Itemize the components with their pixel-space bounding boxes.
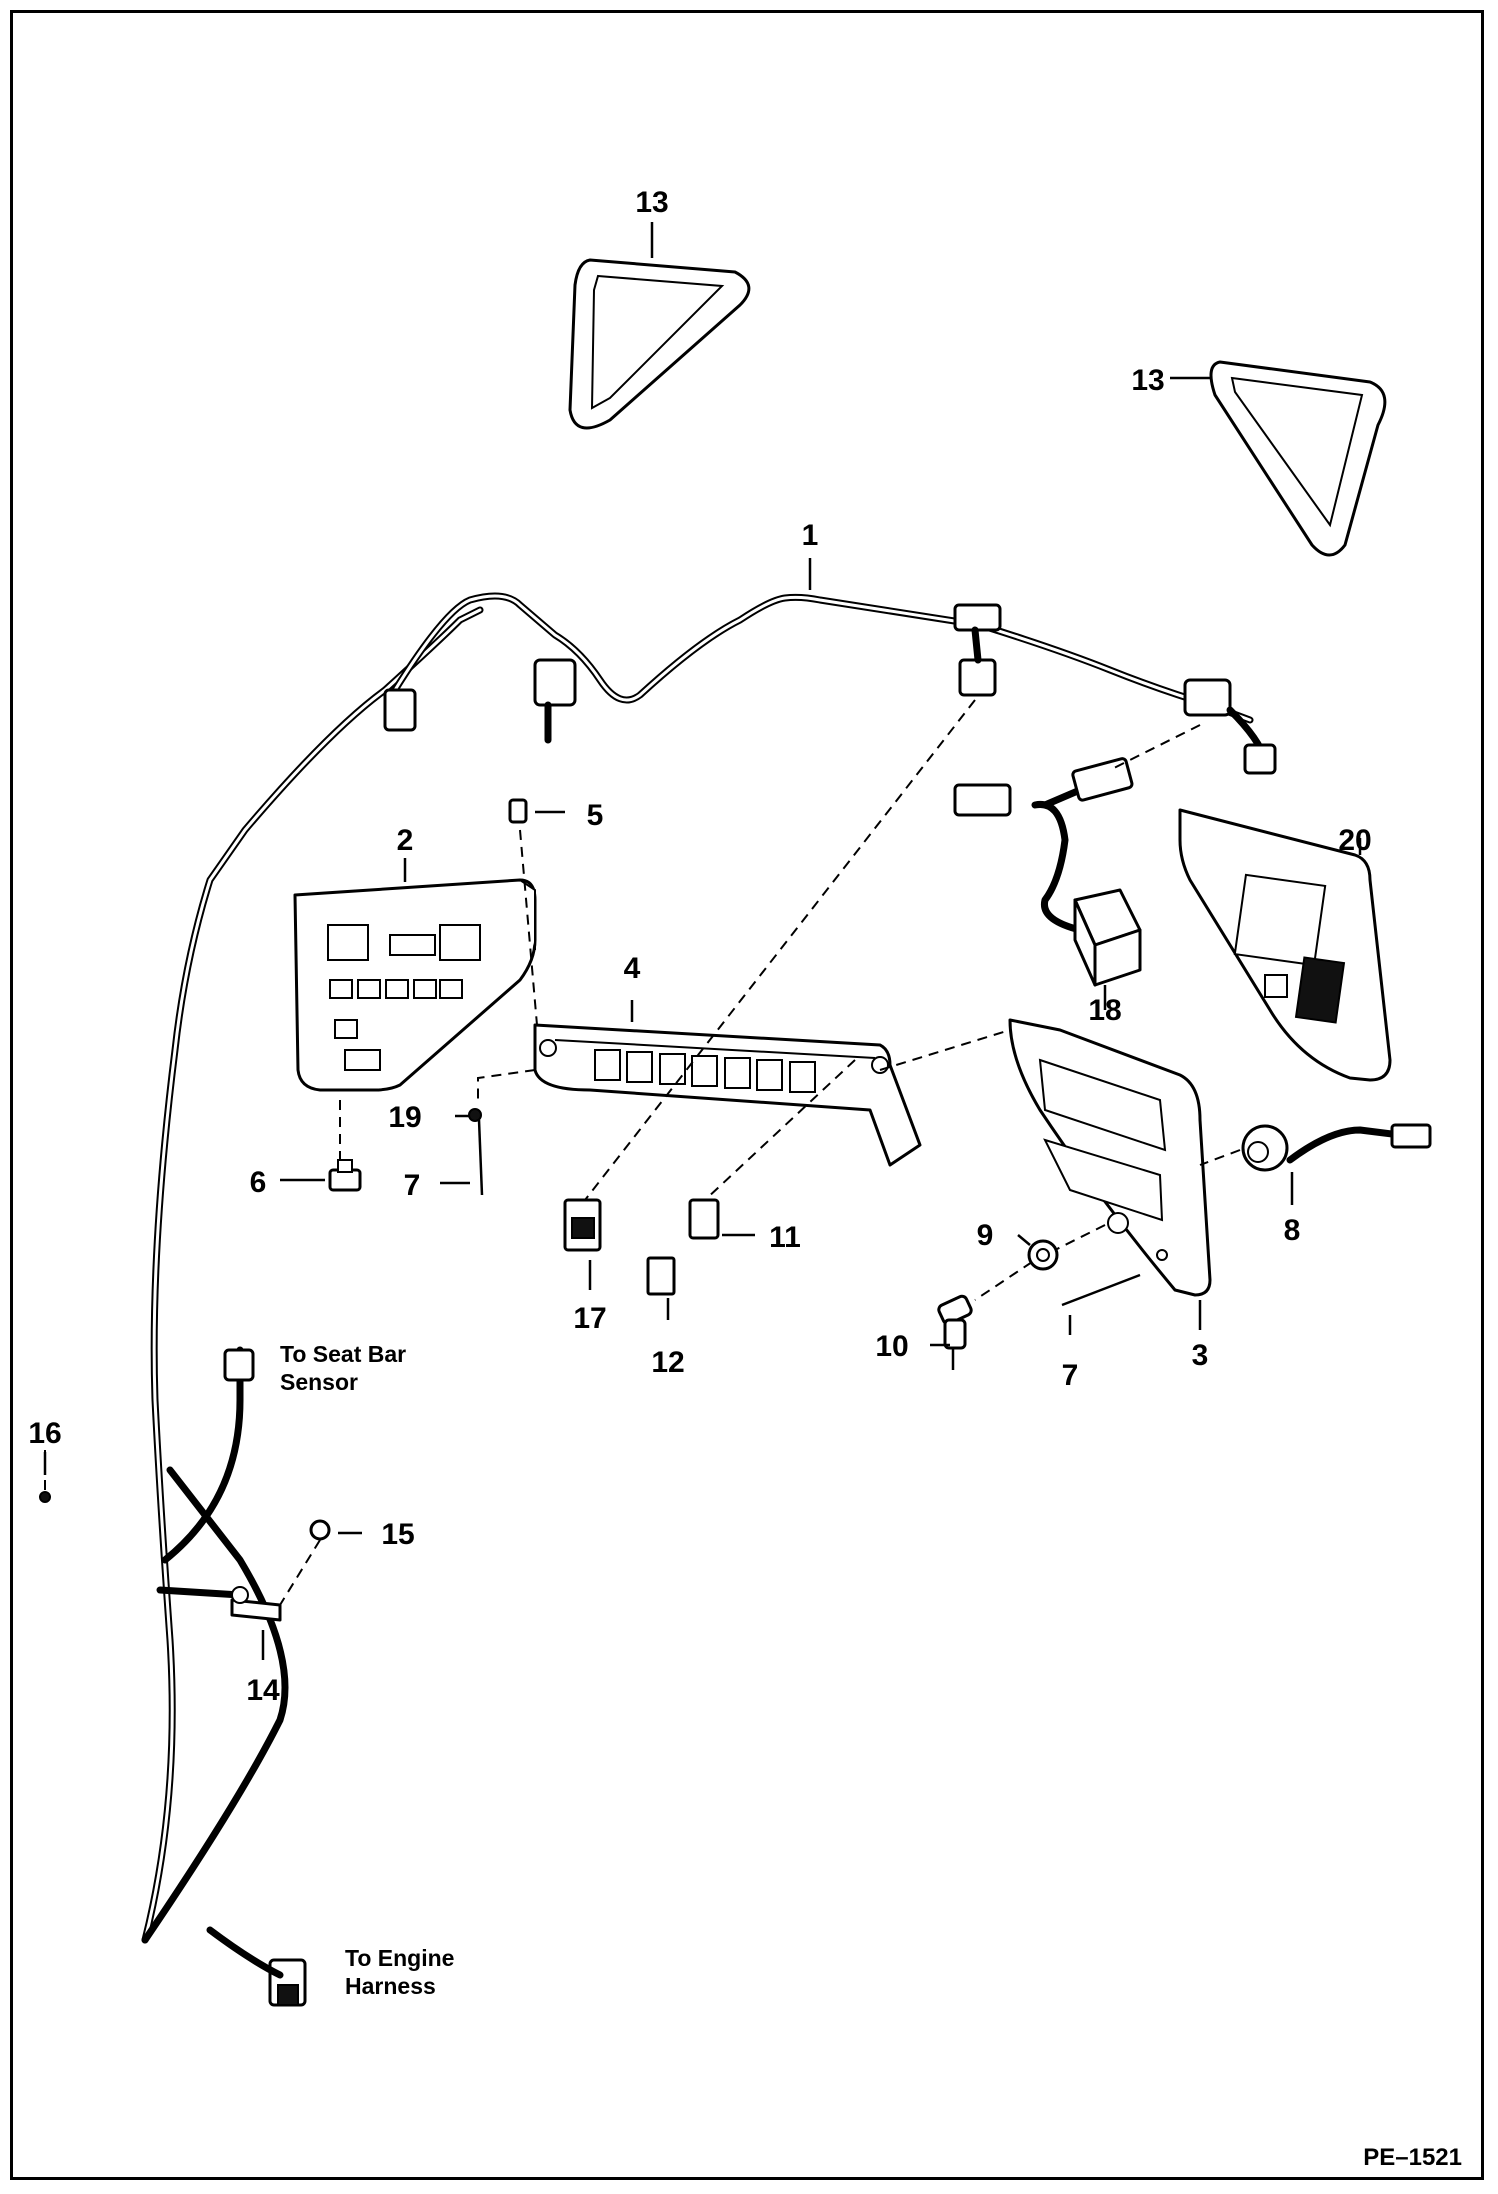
callout-13-left: 13 <box>635 186 668 219</box>
seat-bar-sensor-connector <box>223 1348 255 1382</box>
part-2-left-panel <box>293 878 537 1092</box>
callout-9: 9 <box>977 1219 994 1252</box>
part-6-knob <box>328 1159 362 1192</box>
part-10-key <box>937 1294 973 1370</box>
callout-6: 6 <box>250 1166 267 1199</box>
callout-17: 17 <box>573 1302 606 1335</box>
callout-2: 2 <box>397 824 414 857</box>
callout-10: 10 <box>875 1330 908 1363</box>
leader-lines <box>43 222 1362 1660</box>
part-1-main-harness <box>141 592 1277 2007</box>
part-11-switch-blank <box>688 1198 720 1240</box>
callout-16: 16 <box>28 1417 61 1450</box>
note-seat-bar-line1: To Seat Bar <box>280 1341 406 1367</box>
part-7-bolt-right <box>1061 1273 1141 1307</box>
callout-4: 4 <box>624 952 641 985</box>
callout-13-right: 13 <box>1131 364 1164 397</box>
part-4-switch-panel <box>533 1023 922 1167</box>
callout-8: 8 <box>1284 1214 1301 1247</box>
callout-1: 1 <box>802 519 819 552</box>
note-engine-line2: Harness <box>345 1973 436 1999</box>
note-seat-bar-line2: Sensor <box>280 1369 358 1395</box>
part-20-display-panel <box>1178 808 1392 1082</box>
document-id: PE–1521 <box>1363 2144 1462 2171</box>
callout-14: 14 <box>246 1674 280 1707</box>
part-13-trim-left <box>568 258 751 430</box>
part-19-grommet <box>468 1108 482 1122</box>
callout-12: 12 <box>651 1346 684 1379</box>
callout-18: 18 <box>1088 994 1121 1027</box>
callout-19: 19 <box>388 1101 421 1134</box>
callout-7-left: 7 <box>404 1169 421 1202</box>
part-3-right-panel <box>1008 1018 1212 1297</box>
part-7-bolt-left <box>477 1119 484 1196</box>
part-9-nut <box>1027 1239 1059 1271</box>
part-18-relay <box>953 757 1142 987</box>
part-8-switch <box>1241 1123 1432 1172</box>
part-13-trim-right <box>1209 360 1387 557</box>
part-12-insert <box>646 1256 676 1296</box>
part-14-bracket <box>230 1586 282 1622</box>
part-17-rocker-switch <box>563 1198 602 1252</box>
note-engine-line1: To Engine <box>345 1945 454 1971</box>
part-5-clip <box>508 798 528 824</box>
part-16-tie <box>39 1491 51 1503</box>
callout-15: 15 <box>381 1518 414 1551</box>
callout-5: 5 <box>587 799 604 832</box>
part-15-screw <box>309 1519 331 1541</box>
callout-20: 20 <box>1338 824 1371 857</box>
callout-7-right: 7 <box>1062 1359 1079 1392</box>
callout-3: 3 <box>1192 1339 1209 1372</box>
callout-11: 11 <box>769 1221 801 1254</box>
